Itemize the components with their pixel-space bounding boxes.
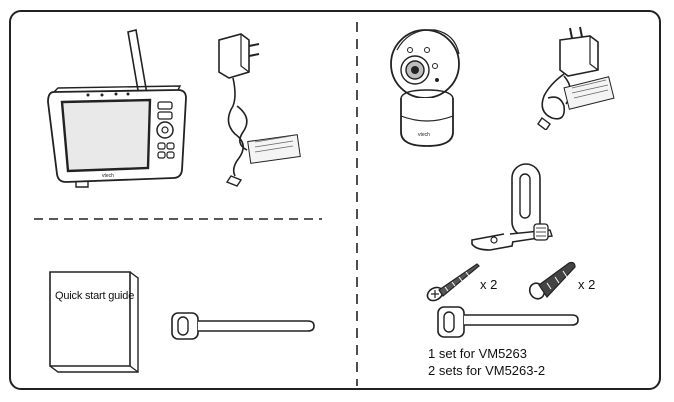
screw-illustration (426, 263, 480, 302)
cable-tie-illustration-right (437, 306, 579, 338)
parent-unit-illustration: vtech (47, 29, 187, 188)
baby-unit-camera-illustration: vtech (390, 29, 460, 147)
monitor-brand-logo: vtech (102, 173, 114, 179)
package-contents-frame (9, 10, 661, 390)
screw-quantity: x 2 (480, 277, 498, 292)
set-note-vm5263-2: 2 sets for VM5263-2 (428, 363, 546, 378)
monitor-power-adapter-illustration (218, 33, 301, 187)
wall-mount-bracket-illustration (471, 163, 553, 251)
wall-anchor-illustration (528, 261, 576, 300)
quick-start-guide-illustration (49, 271, 139, 373)
camera-brand-logo: vtech (418, 132, 430, 138)
set-note-vm5263: 1 set for VM5263 (428, 346, 527, 361)
camera-power-adapter-illustration (537, 26, 615, 130)
quick-start-guide-title: Quick start guide (55, 290, 135, 302)
wall-anchor-quantity: x 2 (578, 277, 596, 292)
cable-tie-illustration (171, 312, 315, 340)
